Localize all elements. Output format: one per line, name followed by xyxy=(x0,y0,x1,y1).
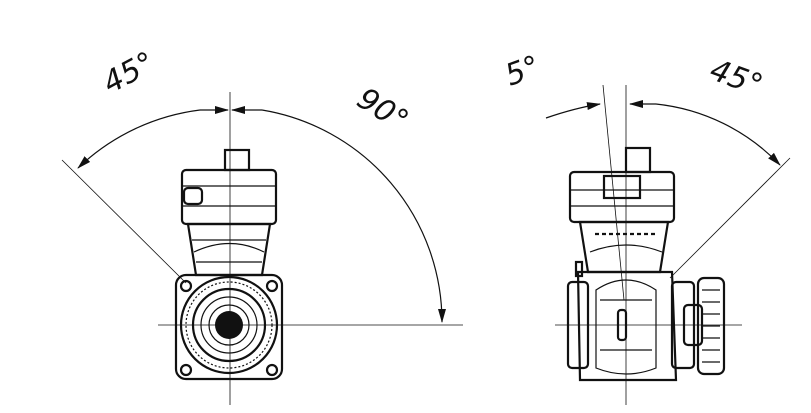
right-cylinder xyxy=(578,220,670,274)
right-45-arc xyxy=(655,103,781,166)
left-view xyxy=(61,92,463,405)
right-45-extension-line xyxy=(669,157,791,279)
right-drive-gear xyxy=(696,276,726,376)
left-crankcase xyxy=(174,273,284,381)
left-shaft-center xyxy=(215,311,243,339)
right-view xyxy=(545,84,791,405)
left-45-label: 45° xyxy=(97,45,160,101)
left-45-arc xyxy=(77,109,201,169)
left-head-port xyxy=(182,186,204,206)
left-gear-outer xyxy=(179,275,279,375)
left-90-label: 90° xyxy=(351,81,415,139)
left-compressor-body xyxy=(174,148,284,381)
left-top-nipple xyxy=(223,148,251,172)
right-5-degree-line xyxy=(602,84,625,301)
right-side-flange xyxy=(566,280,590,370)
right-gear-housing xyxy=(670,280,696,370)
right-5-label: 5° xyxy=(501,49,545,94)
left-45-extension-line xyxy=(61,159,187,284)
right-45-label: 45° xyxy=(705,53,767,104)
left-cylinder-head xyxy=(180,168,278,226)
right-crankcase xyxy=(576,270,678,382)
right-5-arc-left xyxy=(545,102,601,119)
left-90-arc xyxy=(261,109,446,323)
right-compressor-body xyxy=(566,146,726,382)
right-top-nipple xyxy=(624,146,652,174)
